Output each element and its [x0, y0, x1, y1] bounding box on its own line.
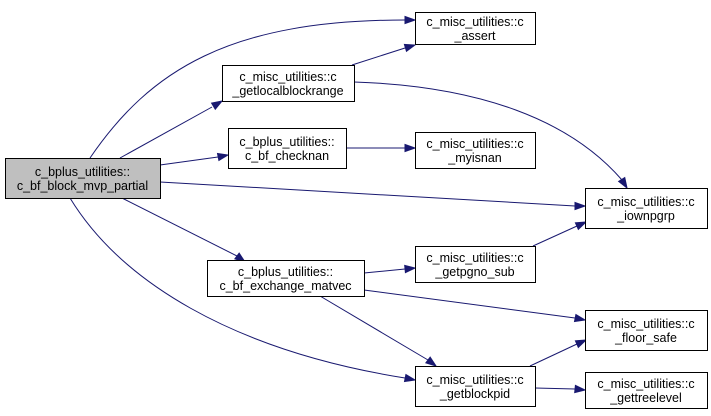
edge-line [363, 268, 406, 274]
node-getblockpid[interactable]: c_misc_utilities::c_getblockpid [415, 366, 536, 407]
edge-exchange-to-floor [363, 289, 587, 323]
edge-line [363, 289, 576, 319]
node-box [415, 366, 536, 407]
arrow-head-icon [404, 264, 417, 274]
arrow-head-icon [404, 15, 417, 25]
node-label-line2: _iownpgrp [616, 209, 675, 223]
arrow-head-icon [574, 384, 587, 394]
node-box [415, 12, 536, 45]
node-label-line1: c_bplus_utilities:: [239, 135, 334, 149]
node-iownpgrp[interactable]: c_misc_utilities::c_iownpgrp [585, 188, 708, 229]
edge-getlocal-to-iownpgrp [353, 81, 628, 190]
edge-root-to-checknan [159, 152, 230, 166]
edge-getpgno-to-iownpgrp [532, 221, 588, 247]
node-floor[interactable]: c_misc_utilities::c_floor_safe [585, 310, 708, 351]
arrow-head-icon [403, 373, 417, 383]
node-label-line2: _assert [454, 29, 497, 43]
edge-line [319, 295, 429, 361]
arrow-head-icon [574, 201, 587, 211]
edge-root-to-getlocal [119, 100, 224, 159]
node-label-line1: c_bplus_utilities:: [35, 165, 130, 179]
node-getpgno[interactable]: c_misc_utilities::c_getpgno_sub [415, 246, 536, 283]
node-label-line1: c_misc_utilities::c [426, 15, 523, 29]
node-label-line1: c_misc_utilities::c [426, 373, 523, 387]
arrow-head-icon [210, 100, 224, 111]
edge-line [119, 106, 213, 159]
edge-line [159, 181, 576, 207]
node-label-line1: c_misc_utilities::c [426, 137, 523, 151]
arrow-head-icon [403, 43, 417, 53]
edge-exchange-to-getblockpid [319, 295, 438, 367]
node-box [228, 128, 347, 169]
node-gettree[interactable]: c_misc_utilities::c_gettreelevel [585, 372, 708, 409]
arrow-head-icon [216, 152, 230, 162]
node-label-line2: _getlocalblockrange [231, 84, 343, 98]
node-myisnan[interactable]: c_misc_utilities::c_myisnan [415, 132, 536, 169]
edge-line [159, 156, 219, 166]
node-checknan[interactable]: c_bplus_utilities::c_bf_checknan [228, 128, 347, 169]
edge-root-to-exchange [121, 197, 247, 263]
edge-line [532, 225, 578, 247]
node-box [415, 246, 536, 283]
edge-exchange-to-getpgno [363, 264, 417, 274]
node-label-line2: _getblockpid [439, 387, 510, 401]
edge-root-to-getblockpid [69, 197, 417, 383]
edge-line [353, 81, 623, 181]
node-label-line2: c_bf_checknan [245, 149, 329, 163]
node-label-line2: c_bf_exchange_matvec [219, 279, 351, 293]
edge-line [121, 197, 238, 257]
node-assert[interactable]: c_misc_utilities::c_assert [415, 12, 536, 45]
node-root: c_bplus_utilities::c_bf_block_mvp_partia… [5, 158, 161, 199]
edge-line [69, 197, 406, 379]
edge-line [534, 387, 576, 390]
arrow-head-icon [573, 313, 587, 323]
node-label-line1: c_misc_utilities::c [426, 251, 523, 265]
node-exchange[interactable]: c_bplus_utilities::c_bf_exchange_matvec [207, 260, 365, 297]
node-label-line2: _getpgno_sub [434, 265, 514, 279]
node-label-line1: c_misc_utilities::c [597, 195, 694, 209]
node-box [207, 260, 365, 297]
edge-getblockpid-to-floor [529, 339, 588, 367]
node-label-line1: c_misc_utilities::c [239, 70, 336, 84]
node-box [415, 132, 536, 169]
arrow-head-icon [617, 176, 628, 190]
node-label-line1: c_bplus_utilities:: [238, 265, 333, 279]
arrow-head-icon [404, 143, 417, 153]
node-box [222, 65, 355, 102]
node-box [585, 372, 708, 409]
arrow-head-icon [425, 356, 438, 367]
node-box [5, 158, 161, 199]
node-box [585, 188, 708, 229]
node-box [585, 310, 708, 351]
node-label-line1: c_misc_utilities::c [597, 317, 694, 331]
edge-getblockpid-to-gettree [534, 384, 587, 394]
nodes-layer: c_bplus_utilities::c_bf_block_mvp_partia… [5, 12, 708, 409]
node-label-line2: _myisnan [447, 151, 502, 165]
arrow-head-icon [574, 339, 588, 349]
edge-line [529, 343, 578, 367]
edge-root-to-iownpgrp [159, 181, 587, 211]
edges-layer [69, 15, 628, 394]
node-label-line1: c_misc_utilities::c [597, 377, 694, 391]
node-label-line2: _floor_safe [614, 331, 677, 345]
edge-line [89, 19, 406, 159]
edge-getlocal-to-assert [351, 43, 417, 66]
arrow-head-icon [574, 221, 588, 231]
node-label-line2: c_bf_block_mvp_partial [17, 179, 148, 193]
edge-line [351, 47, 406, 66]
node-getlocal[interactable]: c_misc_utilities::c_getlocalblockrange [222, 65, 355, 102]
node-label-line2: _gettreelevel [609, 391, 682, 405]
edge-checknan-to-myisnan [346, 143, 417, 153]
edge-root-to-assert [89, 15, 417, 159]
